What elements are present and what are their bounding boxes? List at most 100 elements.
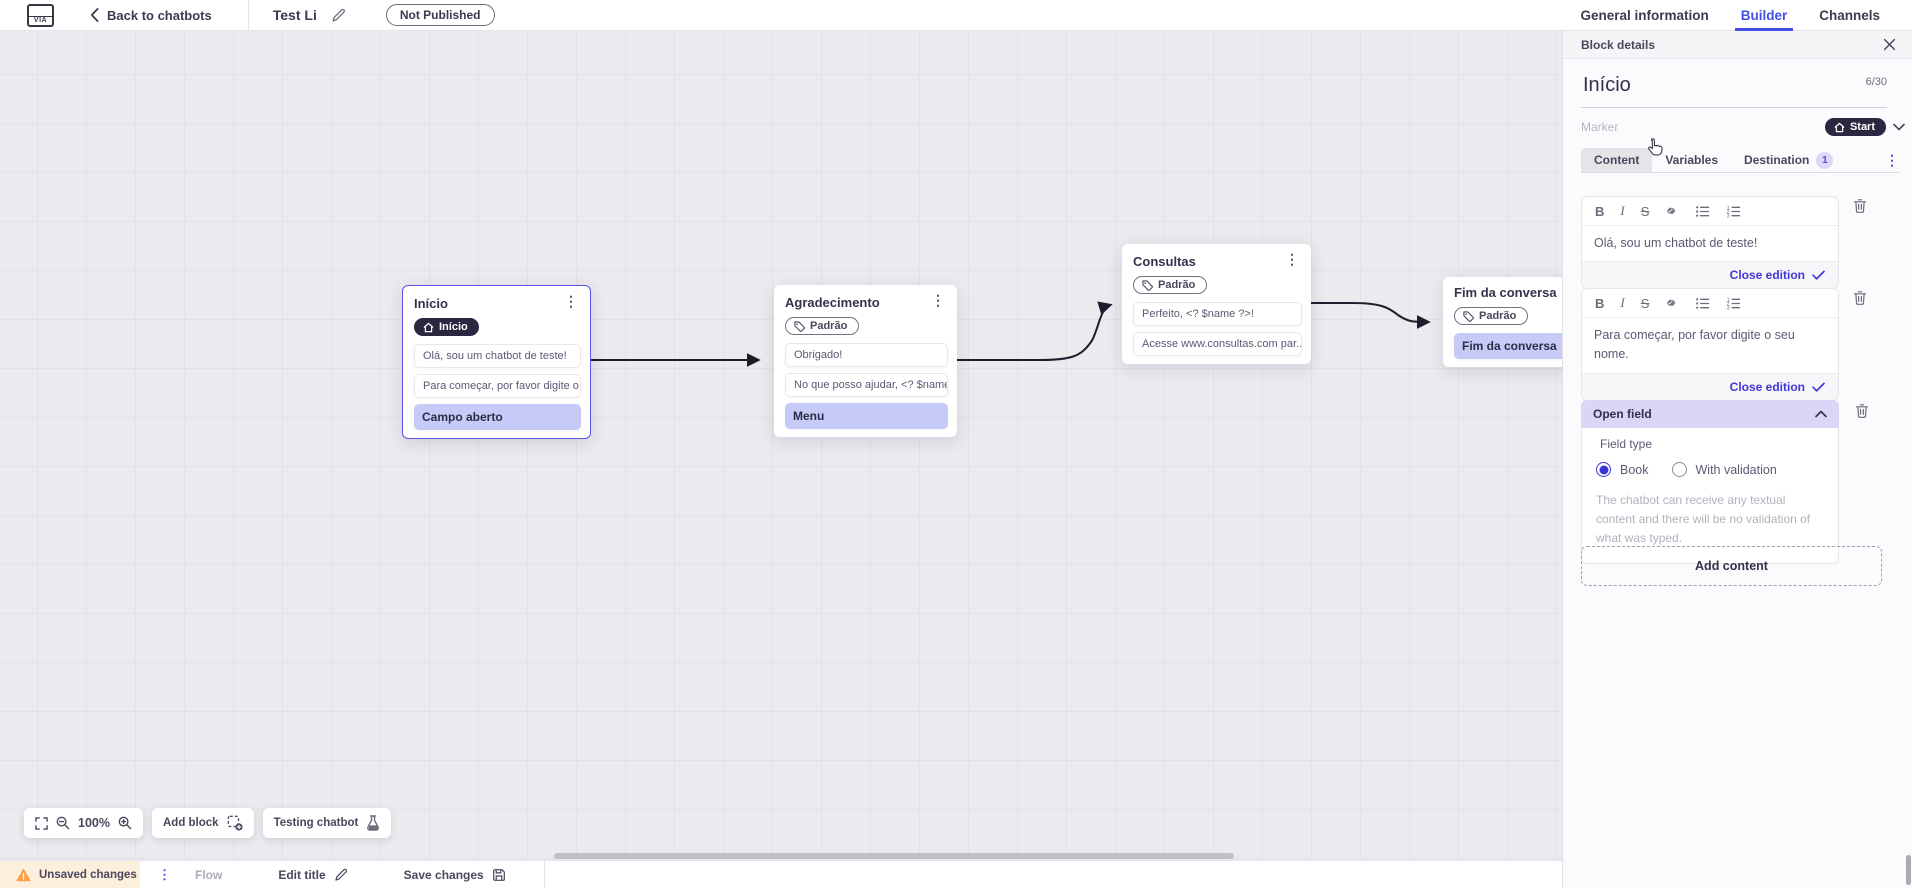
bullet-list-icon[interactable] xyxy=(1695,205,1710,218)
connector-consultas-fim xyxy=(1311,302,1431,329)
editor-text[interactable]: Olá, sou um chatbot de teste! xyxy=(1594,236,1758,250)
flow-block-inicio[interactable]: Início ⋮ Início Olá, sou um chatbot de t… xyxy=(402,285,591,439)
topbar-tabs: General information Builder Channels xyxy=(1580,0,1880,31)
block-title: Início xyxy=(414,296,448,311)
tab-builder[interactable]: Builder xyxy=(1734,0,1793,31)
connector-agradecimento-consultas xyxy=(957,301,1113,361)
testing-chatbot-label: Testing chatbot xyxy=(273,817,359,829)
tag-icon xyxy=(1142,279,1153,291)
radio-book[interactable] xyxy=(1596,462,1611,477)
tab-destination-label: Destination xyxy=(1744,153,1810,167)
check-icon xyxy=(1812,270,1825,281)
save-changes-button[interactable]: Save changes xyxy=(404,868,506,882)
panel-title: Block details xyxy=(1581,37,1656,52)
block-content-item[interactable]: Olá, sou um chatbot de teste! xyxy=(414,343,581,368)
radio-with-validation-label[interactable]: With validation xyxy=(1695,462,1777,477)
link-icon[interactable] xyxy=(1665,296,1679,310)
svg-text:3: 3 xyxy=(1727,213,1730,217)
app-logo[interactable]: VIA xyxy=(27,3,54,27)
block-content-item-selected[interactable]: Menu xyxy=(785,402,948,429)
tab-content[interactable]: Content xyxy=(1581,148,1653,172)
panel-tabs-menu-button[interactable]: ⋮ xyxy=(1885,151,1899,168)
marker-label: Padrão xyxy=(810,320,848,332)
flow-block-consultas[interactable]: Consultas ⋮ Padrão Perfeito, <? $name ?>… xyxy=(1122,244,1311,364)
flow-block-fim-da-conversa[interactable]: Fim da conversa Padrão Fim da conversa xyxy=(1443,277,1562,367)
marker-value-pill[interactable]: Start xyxy=(1824,118,1886,136)
block-title: Agradecimento xyxy=(785,295,880,310)
block-content-item[interactable]: No que posso ajudar, <? $name ... xyxy=(785,372,948,397)
link-icon[interactable] xyxy=(1665,204,1679,218)
block-content-item[interactable]: Acesse www.consultas.com par... xyxy=(1133,331,1302,356)
panel-tabs: Content Variables Destination 1 ⋮ xyxy=(1581,148,1905,172)
block-menu-button[interactable]: ⋮ xyxy=(1285,251,1299,267)
flow-block-agradecimento[interactable]: Agradecimento ⋮ Padrão Obrigado! No que … xyxy=(774,285,957,437)
zoom-in-icon[interactable] xyxy=(118,816,132,830)
tag-icon xyxy=(1463,310,1474,322)
back-to-chatbots-button[interactable]: Back to chatbots xyxy=(90,8,212,23)
ordered-list-icon[interactable]: 123 xyxy=(1726,205,1741,218)
block-content-item[interactable]: Obrigado! xyxy=(785,342,948,367)
page-vertical-scrollbar[interactable] xyxy=(1906,855,1911,885)
radio-book-label[interactable]: Book xyxy=(1620,462,1649,477)
add-block-button[interactable]: Add block xyxy=(151,808,254,838)
flow-canvas[interactable]: Início ⋮ Início Olá, sou um chatbot de t… xyxy=(0,31,1562,860)
close-edition-label: Close edition xyxy=(1729,379,1805,394)
back-label: Back to chatbots xyxy=(107,7,212,23)
bullet-list-icon[interactable] xyxy=(1695,297,1710,310)
delete-open-field-button[interactable] xyxy=(1855,403,1869,419)
statusbar-menu-button[interactable]: ⋮ xyxy=(158,866,171,882)
close-panel-button[interactable] xyxy=(1883,38,1896,51)
tab-general-information[interactable]: General information xyxy=(1580,8,1709,23)
tab-variables[interactable]: Variables xyxy=(1652,148,1731,172)
bold-icon[interactable]: B xyxy=(1595,203,1605,219)
italic-icon[interactable]: I xyxy=(1620,203,1625,218)
strikethrough-icon[interactable]: S xyxy=(1640,295,1650,311)
radio-with-validation[interactable] xyxy=(1671,462,1687,477)
open-field-header[interactable]: Open field xyxy=(1581,400,1839,428)
block-title: Consultas xyxy=(1133,254,1196,269)
close-edition-button[interactable]: Close edition xyxy=(1582,372,1838,400)
trash-icon xyxy=(1855,404,1869,418)
delete-content-button[interactable] xyxy=(1853,290,1867,306)
block-menu-button[interactable]: ⋮ xyxy=(564,293,578,309)
ordered-list-icon[interactable]: 123 xyxy=(1726,297,1741,310)
block-content-item-selected[interactable]: Fim da conversa xyxy=(1454,332,1562,359)
marker-label: Padrão xyxy=(1158,279,1196,291)
zoom-level: 100% xyxy=(78,816,110,830)
logo-text: VIA xyxy=(33,16,48,24)
field-type-options: Book With validation xyxy=(1596,462,1824,477)
block-content-item[interactable]: Para começar, por favor digite o ... xyxy=(414,373,581,398)
edit-title-label: Edit title xyxy=(278,867,326,882)
testing-chatbot-button[interactable]: Testing chatbot xyxy=(262,808,392,838)
add-block-label: Add block xyxy=(162,817,219,829)
strikethrough-icon[interactable]: S xyxy=(1640,203,1650,219)
field-type-description: The chatbot can receive any textual cont… xyxy=(1596,493,1811,546)
edit-title-button[interactable]: Edit title xyxy=(278,868,347,882)
tab-channels[interactable]: Channels xyxy=(1819,8,1880,23)
italic-icon[interactable]: I xyxy=(1620,295,1625,310)
chevron-down-icon[interactable] xyxy=(1893,123,1905,131)
block-content-item[interactable]: Perfeito, <? $name ?>! xyxy=(1133,301,1302,326)
block-menu-button[interactable]: ⋮ xyxy=(931,292,945,308)
block-name-input[interactable] xyxy=(1581,70,1821,107)
bold-icon[interactable]: B xyxy=(1595,295,1605,311)
tab-destination[interactable]: Destination 1 xyxy=(1731,148,1846,172)
close-edition-button[interactable]: Close edition xyxy=(1582,261,1838,289)
panel-tabs-divider xyxy=(1581,172,1899,173)
open-field-section: Open field Field type Book With validati… xyxy=(1581,400,1839,564)
canvas-horizontal-scrollbar[interactable] xyxy=(554,853,1234,859)
delete-content-button[interactable] xyxy=(1853,198,1867,214)
tag-icon xyxy=(794,320,805,332)
zoom-out-icon[interactable] xyxy=(56,816,70,830)
chatbot-title[interactable]: Test Li xyxy=(272,7,317,23)
block-content-item-selected[interactable]: Campo aberto xyxy=(414,403,581,430)
editor-text[interactable]: Para começar, por favor digite o seu nom… xyxy=(1594,328,1795,362)
destination-count-badge: 1 xyxy=(1816,151,1834,169)
add-content-button[interactable]: Add content xyxy=(1581,546,1882,586)
edit-chatbot-title-button[interactable] xyxy=(331,8,346,23)
pencil-icon xyxy=(335,868,347,881)
fullscreen-icon[interactable] xyxy=(35,816,48,830)
flow-breadcrumb[interactable]: Flow xyxy=(195,867,223,882)
